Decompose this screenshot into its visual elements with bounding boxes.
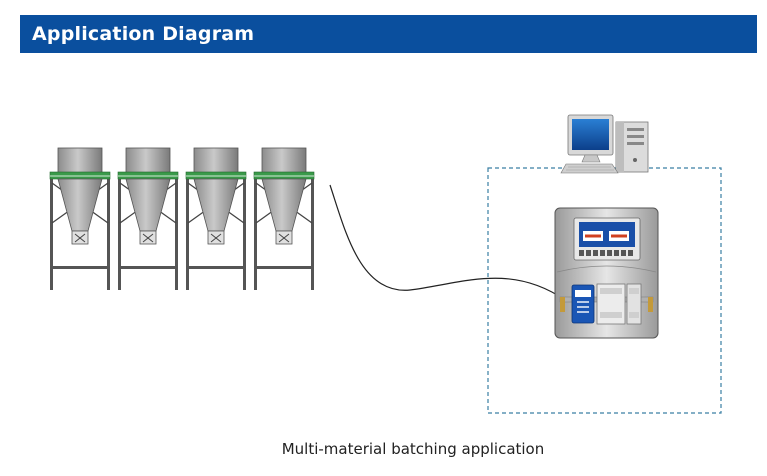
silo-icon xyxy=(253,147,315,291)
silo-icon xyxy=(117,147,179,291)
desktop-computer-icon xyxy=(560,114,649,174)
diagram-caption: Multi-material batching application xyxy=(281,440,545,458)
signal-cable xyxy=(329,184,566,301)
section-header-bar: Application Diagram xyxy=(20,15,757,53)
control-cabinet-icon xyxy=(554,207,659,339)
section-title: Application Diagram xyxy=(32,23,255,45)
silo-icon xyxy=(185,147,247,291)
control-system-boundary xyxy=(487,167,722,414)
silo-icon xyxy=(49,147,111,291)
